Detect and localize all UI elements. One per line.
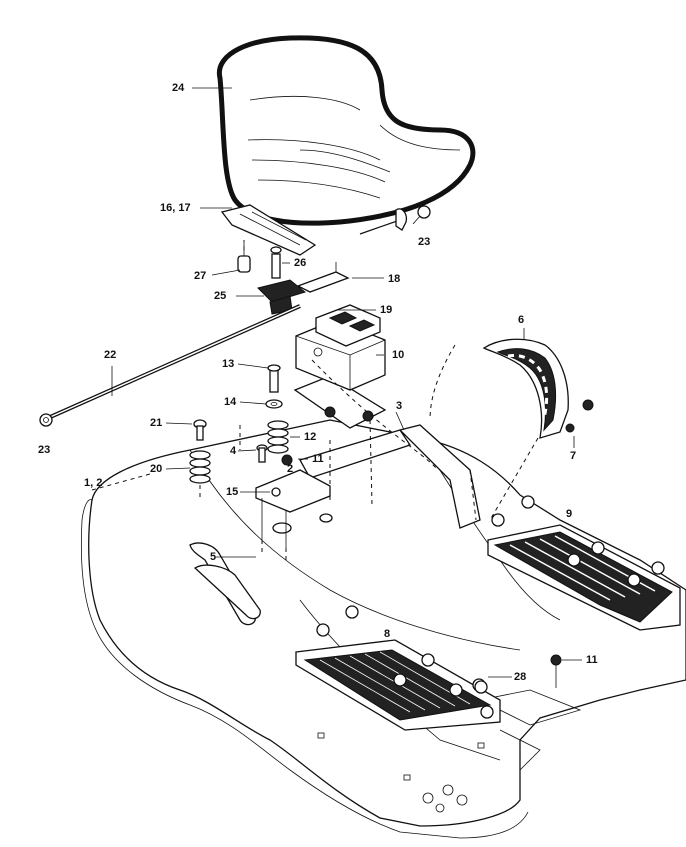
callout-20: 20 [150, 463, 163, 475]
callout-4: 4 [230, 445, 237, 457]
rod-23-top [359, 205, 431, 235]
callout-27: 27 [194, 270, 207, 282]
callout-22: 22 [104, 349, 117, 361]
connector-19 [315, 304, 381, 347]
callout-9: 9 [566, 508, 573, 520]
callout-21: 21 [150, 417, 163, 429]
mounting-plate [293, 375, 387, 429]
bolt-13 [265, 364, 283, 409]
nut-11-upper [281, 454, 293, 466]
plate-fasteners [316, 495, 665, 719]
seat-24 [216, 35, 476, 226]
callout-12: 12 [304, 431, 317, 443]
callout-13: 13 [222, 358, 235, 370]
callout-25: 25 [214, 290, 227, 302]
nut-11-lower [550, 654, 562, 688]
spring-12 [267, 420, 289, 454]
callout-26: 26 [294, 257, 307, 269]
callout-18: 18 [388, 273, 401, 285]
spring-20 [189, 450, 211, 484]
callout-7: 7 [570, 450, 577, 462]
callout-28: 28 [514, 671, 527, 683]
bolt-4 [256, 444, 268, 463]
callout-24: 24 [172, 82, 185, 94]
fender-cover-6 [482, 338, 569, 439]
screw-7 [565, 399, 594, 433]
clip-18 [296, 262, 350, 293]
leader-lines [111, 87, 582, 678]
callout-23-left: 23 [38, 444, 51, 456]
callout-23-top: 23 [418, 236, 431, 248]
bolt-21 [193, 419, 207, 441]
callout-19: 19 [380, 304, 393, 316]
callout-2: 2 [287, 463, 294, 475]
slide-plate-16-17 [220, 204, 317, 256]
callout-3: 3 [396, 400, 403, 412]
callout-11-lower: 11 [586, 654, 598, 666]
callout-14: 14 [224, 396, 237, 408]
knob-27 [237, 240, 251, 273]
stud-26 [270, 246, 282, 279]
button-28 [474, 680, 488, 694]
callout-11-upper: 11 [312, 453, 324, 465]
callout-5: 5 [210, 551, 217, 563]
assembly-lines [91, 240, 539, 560]
lever-slot [189, 542, 261, 626]
callout-15: 15 [226, 486, 239, 498]
callout-10: 10 [392, 349, 405, 361]
callout-8: 8 [384, 628, 391, 640]
callout-1-2: 1, 2 [84, 477, 103, 489]
rod-22 [39, 304, 301, 427]
callout-6: 6 [518, 314, 525, 326]
callout-16-17: 16, 17 [160, 202, 191, 214]
